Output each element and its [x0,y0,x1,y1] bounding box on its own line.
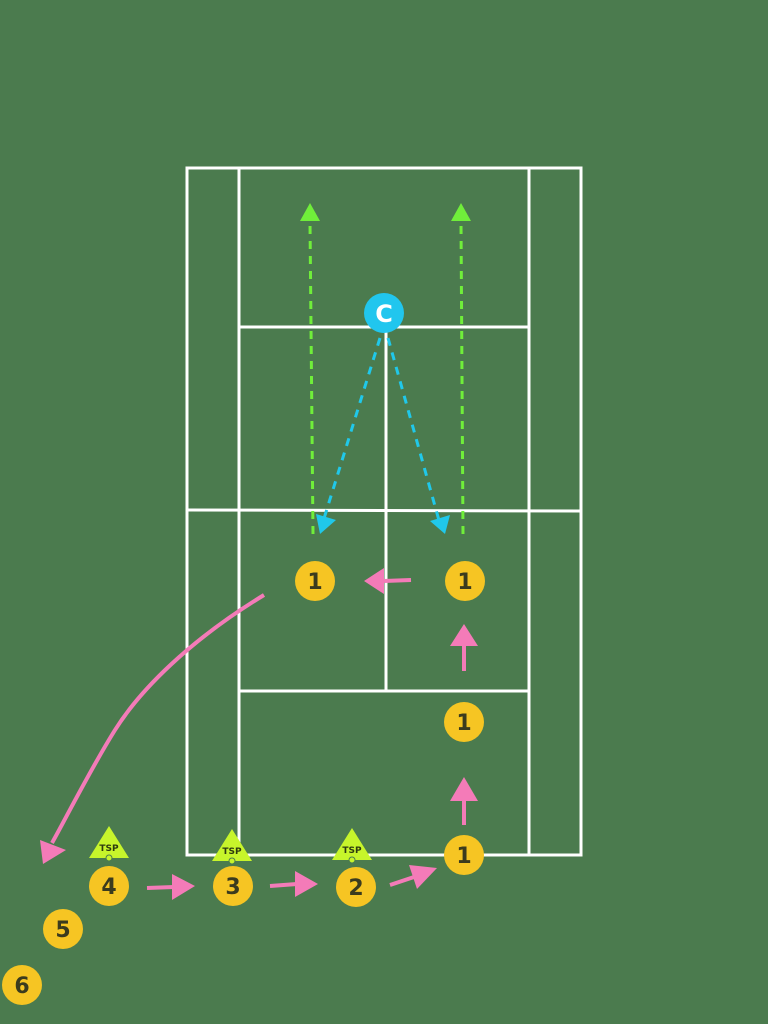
player-label: 4 [101,875,116,900]
target-arrow-left [300,203,320,221]
player-5: 5 [43,909,83,949]
player-label: 1 [457,570,472,595]
move-arrowhead-left [364,568,384,594]
coach-label: C [375,300,393,328]
feed-arrow-right [430,515,450,534]
rotate-arrowhead-4-3 [172,874,195,900]
exit-curve-arrowhead [40,840,66,864]
rotate-arrow-2-1 [389,875,415,887]
player-3: 3 [213,866,253,906]
player-1-baseline: 1 [444,835,484,875]
player-label: 5 [55,918,70,943]
move-arrowhead-up-upper [450,624,478,646]
target-path-left [308,221,315,535]
player-2: 2 [336,867,376,907]
rotate-arrow-3-2 [269,882,298,888]
marker-tsp-1: TSP [89,826,129,862]
target-path-right [459,221,465,535]
target-paths [300,203,471,535]
movement-arrows [40,568,478,900]
tennis-court [185,166,583,857]
player-label: 1 [456,844,471,869]
feed-path-left [320,337,382,526]
exit-curve [50,593,266,844]
player-label: 1 [307,570,322,595]
player-6: 6 [2,965,42,1005]
player-1-net-right: 1 [445,561,485,601]
feed-paths [316,337,450,534]
rotate-arrowhead-2-1 [409,865,437,889]
target-arrow-right [451,203,471,221]
player-label: 6 [14,974,29,999]
player-4: 4 [89,866,129,906]
player-label: 2 [348,876,363,901]
feed-arrow-left [316,514,336,534]
marker-tsp-2-label: TSP [222,847,242,857]
move-arrow-left [383,578,412,583]
player-label: 1 [456,711,471,736]
coach: C [364,293,404,333]
rotate-arrow-4-3 [146,885,175,890]
marker-tsp-2: TSP [212,829,252,865]
rotate-arrowhead-3-2 [295,871,318,897]
player-label: 3 [225,875,240,900]
player-1-service-line: 1 [444,702,484,742]
marker-tsp-3-label: TSP [342,846,362,856]
player-1-net-left: 1 [295,561,335,601]
marker-tsp-3: TSP [332,828,372,864]
net-line [186,508,582,513]
feed-path-right [386,337,442,525]
move-arrowhead-up-lower [450,777,478,801]
marker-tsp-1-label: TSP [99,844,119,854]
